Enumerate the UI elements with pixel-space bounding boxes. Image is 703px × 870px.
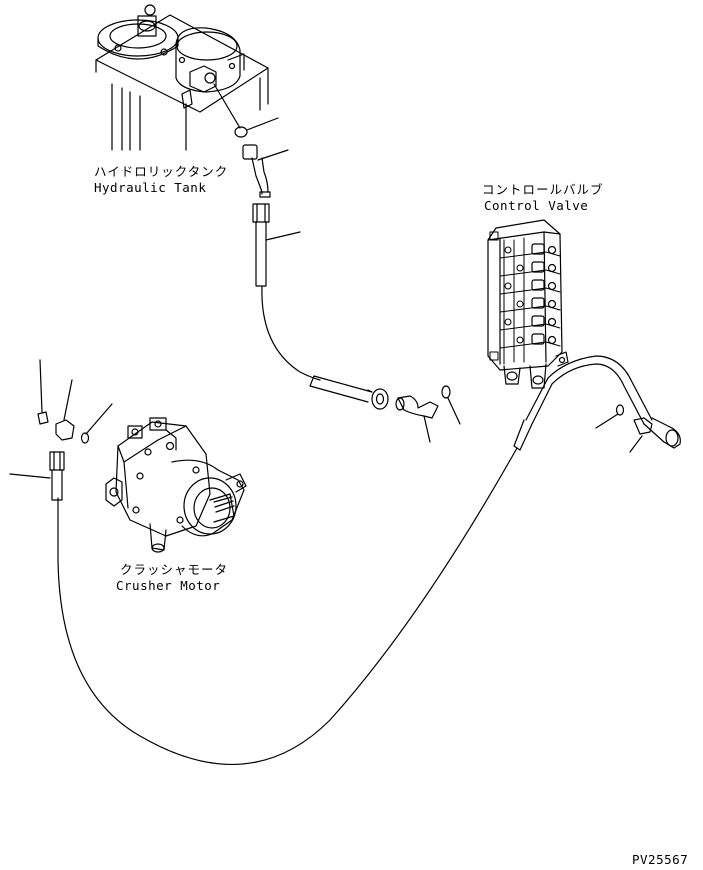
supply-hose [57,355,681,765]
elbow-fitting-valve [395,395,439,443]
motor-hose-fitting [9,451,65,501]
elbow-fitting-motor [55,379,75,441]
crusher-motor-label-jp: クラッシャモータ [120,562,229,577]
figure-code: PV25567 [632,852,689,867]
elbow-fitting-tank [242,144,289,198]
control-valve-label-en: Control Valve [484,198,589,213]
o-ring-motor [80,403,113,444]
cap-fitting [37,359,49,425]
crusher-motor [105,417,247,553]
hydraulic-tank [95,4,269,151]
connector-right [629,417,653,453]
return-hose [252,203,389,410]
crusher-motor-label-en: Crusher Motor [116,578,221,593]
o-ring-tank [234,117,279,138]
o-ring-right [595,404,625,429]
o-ring-valve [441,385,461,425]
tank-outlet-leader-line [213,83,241,129]
hydraulic-tank-label-en: Hydraulic Tank [94,180,207,195]
control-valve-label-jp: コントロールバルブ [482,182,604,197]
hydraulic-tank-label-jp: ハイドロリックタンク [94,164,229,179]
control-valve [487,219,569,389]
